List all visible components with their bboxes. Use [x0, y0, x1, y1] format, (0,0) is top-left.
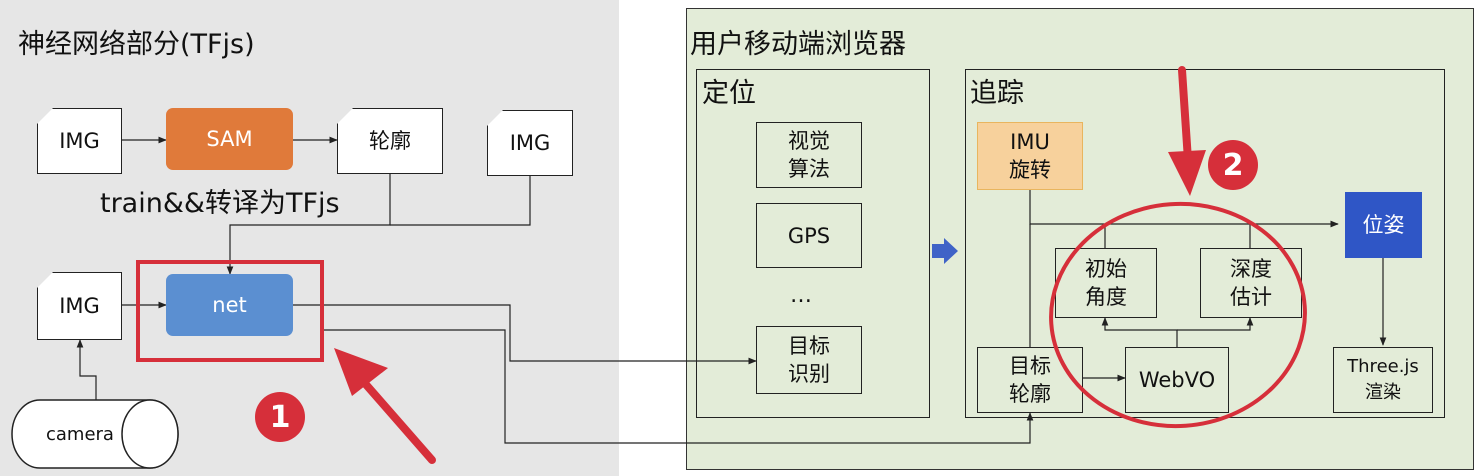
webvo-box: WebVO	[1125, 347, 1229, 413]
sam-box: SAM	[166, 108, 293, 170]
forward-arrow-icon	[932, 238, 958, 264]
webvo-to-init-angle-line	[1101, 317, 1178, 347]
neural-network-region	[0, 0, 619, 476]
img-input-box-1: IMG	[37, 108, 122, 174]
gps-box: GPS	[756, 203, 862, 268]
arrow-to-net-icon	[334, 348, 436, 464]
net-box: net	[166, 274, 293, 336]
ellipsis-label: …	[790, 283, 812, 308]
camera-label: camera	[46, 424, 114, 445]
target-contour-box: 目标 轮廓	[977, 347, 1083, 413]
img-input-box-2: IMG	[487, 110, 573, 176]
marker-one-badge: 1	[255, 392, 305, 442]
marker-two-badge: 2	[1208, 140, 1258, 190]
train-label: train&&转译为TFjs	[100, 188, 340, 219]
tracking-highlight-ellipse	[1049, 201, 1307, 429]
tracking-panel	[965, 69, 1445, 418]
depth-estimation-box: 深度 估计	[1200, 248, 1302, 318]
pose-box: 位姿	[1345, 192, 1422, 258]
net-to-target-contour-line	[320, 329, 1034, 444]
camera-cylinder	[11, 399, 179, 469]
localization-panel	[696, 69, 930, 418]
camera-to-img-arrow	[76, 339, 97, 400]
localization-title: 定位	[702, 78, 756, 109]
target-recognition-box: 目标 识别	[756, 326, 862, 394]
webvo-to-depth-line	[1177, 317, 1254, 331]
tracking-title: 追踪	[970, 78, 1024, 109]
contour-to-net-line	[226, 174, 391, 275]
left-section-title: 神经网络部分(TFjs)	[18, 29, 255, 60]
arrow-to-tracking-icon	[1168, 66, 1206, 196]
net-highlight-box	[136, 260, 324, 362]
net-to-target-recognition-line	[293, 304, 757, 365]
right-section-title: 用户移动端浏览器	[690, 29, 906, 60]
visual-algorithm-box: 视觉 算法	[756, 122, 862, 188]
img-input-box-3: IMG	[37, 272, 122, 340]
imu-rotation-box: IMU 旋转	[977, 122, 1083, 190]
img2-to-net-line	[390, 176, 531, 226]
threejs-render-box: Three.js 渲染	[1333, 347, 1433, 413]
contour-box: 轮廓	[337, 108, 443, 174]
